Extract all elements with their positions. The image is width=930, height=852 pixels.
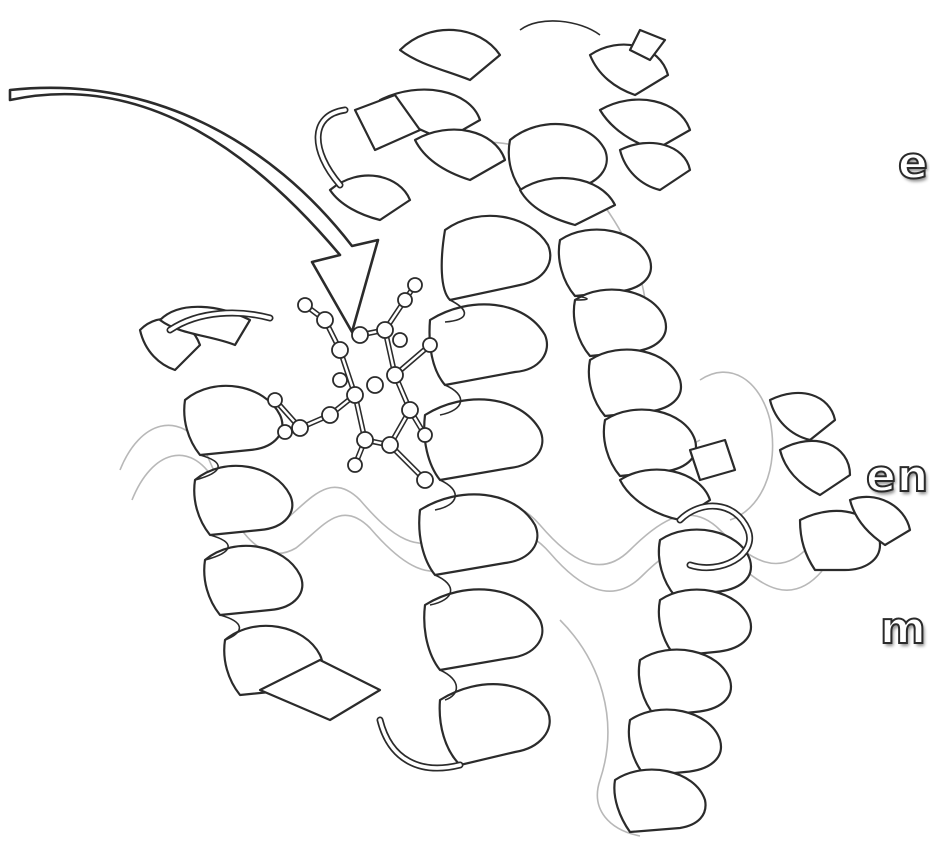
top-helices (330, 21, 690, 225)
central-helix (419, 216, 550, 765)
lower-right-helix (614, 530, 751, 832)
label-top: e (898, 142, 929, 186)
label-lower: m (880, 607, 927, 651)
label-middle: en (866, 455, 929, 499)
